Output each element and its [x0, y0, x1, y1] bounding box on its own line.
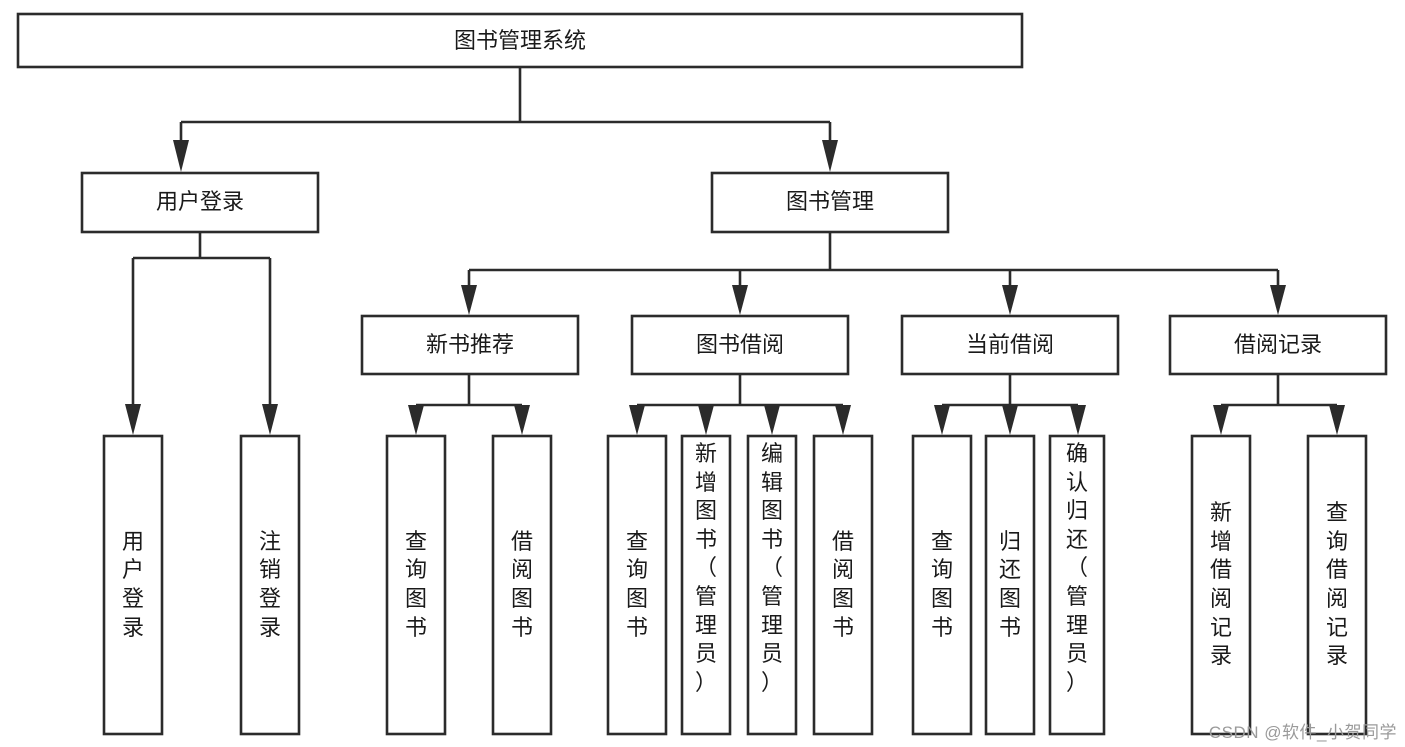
node-leaf-query-book-2[interactable]: [606, 434, 668, 736]
node-root-label: 图书管理系统: [454, 28, 586, 53]
connector-book-borrow-children: [629, 374, 851, 435]
node-leaf-confirm-return-admin[interactable]: [1048, 434, 1106, 736]
connector-book-mgmt-children: [461, 232, 1286, 315]
node-leaf-query-book-1[interactable]: [385, 434, 447, 736]
node-current-borrow-label: 当前借阅: [966, 332, 1054, 357]
node-root[interactable]: 图书管理系统: [16, 12, 1024, 69]
node-leaf-query-borrow-record[interactable]: [1306, 434, 1368, 736]
node-book-borrow[interactable]: 图书借阅: [630, 314, 850, 376]
connector-current-borrow-children: [934, 374, 1086, 435]
node-leaf-logout[interactable]: [239, 434, 301, 736]
node-leaf-edit-book-admin[interactable]: [746, 434, 798, 736]
node-borrow-record-label: 借阅记录: [1234, 332, 1322, 357]
node-leaf-add-book-admin[interactable]: [680, 434, 732, 736]
connector-root-trunk: [173, 67, 838, 172]
node-book-management-label: 图书管理: [786, 189, 874, 214]
node-new-book-recommend[interactable]: 新书推荐: [360, 314, 580, 376]
watermark-text: CSDN @软件_小贺同学: [1208, 723, 1397, 742]
node-book-borrow-label: 图书借阅: [696, 332, 784, 357]
node-current-borrow[interactable]: 当前借阅: [900, 314, 1120, 376]
node-borrow-record[interactable]: 借阅记录: [1168, 314, 1388, 376]
node-leaf-query-book-3[interactable]: [911, 434, 973, 736]
node-leaf-add-borrow-record[interactable]: [1190, 434, 1252, 736]
connector-borrow-record-children: [1213, 374, 1345, 435]
node-leaf-return-book[interactable]: [984, 434, 1036, 736]
node-user-login-label: 用户登录: [156, 189, 244, 214]
node-leaf-borrow-book-1[interactable]: [491, 434, 553, 736]
node-book-management[interactable]: 图书管理: [710, 171, 950, 234]
connector-user-login-children: [125, 232, 278, 435]
node-leaf-borrow-book-2[interactable]: [812, 434, 874, 736]
node-user-login[interactable]: 用户登录: [80, 171, 320, 234]
node-leaf-user-login[interactable]: [102, 434, 164, 736]
node-new-book-recommend-label: 新书推荐: [426, 332, 514, 357]
connector-new-book-children: [408, 374, 530, 435]
